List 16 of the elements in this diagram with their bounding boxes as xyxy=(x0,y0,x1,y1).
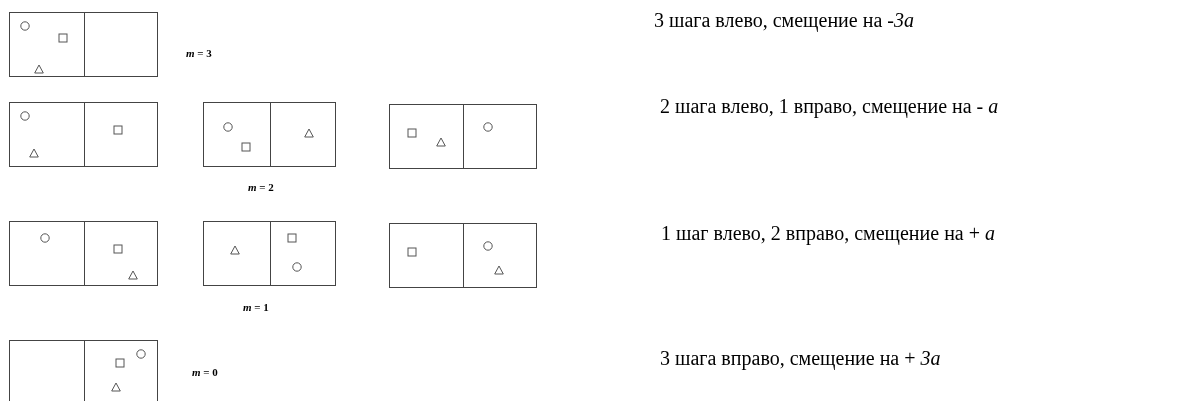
equation-label: m = 0 xyxy=(192,367,218,378)
description-text: 1 шаг влево, 2 вправо, смещение на + a xyxy=(661,223,995,243)
description-text: 2 шага влево, 1 вправо, смещение на - a xyxy=(660,96,999,116)
two-cell-box xyxy=(9,12,158,77)
description-text: 3 шага влево, смещение на -3a xyxy=(654,10,914,30)
description-text: 3 шага вправо, смещение на + 3a xyxy=(660,348,941,368)
two-cell-box xyxy=(389,104,537,169)
equation-label: m = 3 xyxy=(186,48,212,59)
equation-label: m = 2 xyxy=(248,182,274,193)
two-cell-box xyxy=(389,223,537,288)
two-cell-box xyxy=(203,102,336,167)
two-cell-box xyxy=(9,221,158,286)
two-cell-box xyxy=(203,221,336,286)
equation-label: m = 1 xyxy=(243,302,269,313)
two-cell-box xyxy=(9,102,158,167)
two-cell-box xyxy=(9,340,158,401)
